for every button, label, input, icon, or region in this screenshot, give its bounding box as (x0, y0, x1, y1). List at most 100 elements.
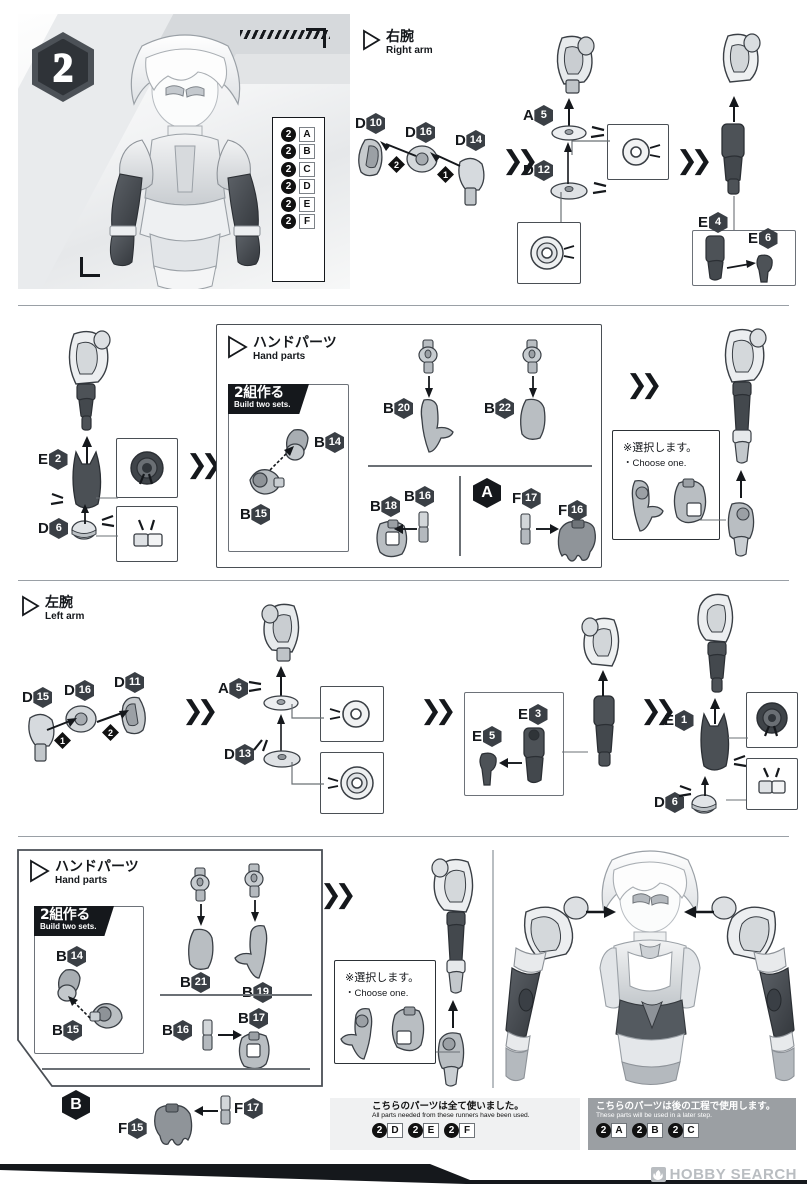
build-two-jp: 2組作る (40, 907, 90, 923)
part-number: 14 (67, 946, 87, 967)
runner-letter: D (455, 132, 466, 149)
callout-leader-line (562, 751, 588, 753)
part-label-f17: F 17 (234, 1098, 263, 1119)
step-chevron-icon: ❯❯ (320, 880, 356, 910)
checklist-letter: E (299, 196, 315, 212)
part-label-e4: E 4 (698, 212, 728, 233)
frame-corner-top-right (306, 28, 326, 48)
assembly-arrow-up (736, 470, 746, 498)
section-separator (18, 580, 789, 581)
part-number: 17 (521, 488, 541, 509)
assembled-arm-upper (556, 35, 595, 94)
runner-letter: F (558, 502, 567, 519)
part-label-f16: F 16 (558, 500, 587, 521)
part-art-f16-glove (557, 519, 596, 562)
group-letter: A (481, 484, 493, 501)
part-label-e6: E 6 (748, 228, 778, 249)
choose-one-en: ・Choose one. (345, 988, 409, 999)
checklist-row: 2 D (281, 179, 324, 194)
assembly-arrow-up (701, 776, 709, 796)
part-art-e5 (479, 752, 497, 786)
part-art-joint (244, 863, 264, 898)
assembly-axis-line (277, 714, 285, 754)
fit-indicator-icon (678, 784, 692, 798)
heading-jp: ハンドパーツ (55, 859, 139, 875)
part-art-d12 (550, 182, 588, 200)
part-label-d15: D 15 (22, 687, 53, 708)
part-label-b14: B 14 (56, 946, 87, 967)
assembly-arrow (726, 260, 756, 269)
tag-letter: A (611, 1123, 627, 1139)
heading-jp: 右腕 (386, 29, 414, 45)
part-art-b20-hand (420, 398, 454, 453)
part-label-b19: B 19 (242, 982, 273, 1003)
part-art-d14 (458, 157, 485, 206)
callout-leader-line (291, 762, 324, 785)
runner-letter: D (114, 674, 125, 691)
runner-letter: B (180, 974, 191, 991)
fit-indicator-icon (590, 125, 605, 139)
order-mark-1: 1 (54, 732, 71, 749)
order-mark-2: 2 (102, 724, 119, 741)
runner-letter: D (38, 520, 49, 537)
runner-tag: 2 A (596, 1123, 627, 1139)
runner-letter: F (234, 1100, 243, 1117)
assembly-arrow-up (82, 436, 92, 464)
part-art-e1 (700, 712, 730, 771)
runner-letter: E (472, 728, 482, 745)
detail-art-d6 (133, 519, 163, 547)
part-art-joint (418, 339, 438, 374)
callout-leader-line (96, 535, 118, 537)
assembly-arrow-down (425, 376, 433, 398)
detail-art-e1 (756, 702, 788, 737)
section-left-arm: 左腕 Left arm D 15 D 16 D 11 (0, 586, 807, 830)
part-art-b14 (57, 969, 81, 1002)
checklist-letter: B (299, 144, 315, 159)
part-label-d16: D 16 (64, 680, 95, 701)
runner-tag: 2 D (372, 1123, 403, 1139)
panel-divider (368, 465, 592, 467)
heading-hand-parts-left: ハンドパーツ Hand parts (30, 859, 139, 886)
part-number: 15 (127, 1118, 147, 1139)
runner-letter: E (664, 712, 674, 729)
part-number: 12 (534, 160, 554, 181)
part-art-e2 (72, 450, 102, 509)
choose-one-en: ・Choose one. (623, 458, 687, 469)
part-number: 15 (33, 687, 53, 708)
part-label-e3: E 3 (518, 704, 548, 725)
checklist-num: 2 (281, 161, 296, 177)
checklist-num: 2 (281, 214, 296, 229)
part-art-b22-hand (520, 398, 546, 440)
part-label-d6: D 6 (654, 792, 685, 813)
callout-leader-line (733, 196, 735, 230)
part-number: 2 (48, 449, 68, 470)
step-chevron-icon: ❯❯ (186, 450, 222, 480)
runner-letter: B (484, 400, 495, 417)
part-art-e6 (756, 254, 773, 283)
part-number: 22 (495, 398, 515, 419)
note-jp: こちらのパーツは全て使いました。 (372, 1101, 524, 1112)
runner-letter: D (224, 746, 235, 763)
assembly-arrow-left (499, 758, 522, 768)
runner-letter: B (242, 984, 253, 1001)
runner-tag: 2 B (632, 1123, 663, 1139)
part-art-d6 (691, 794, 717, 814)
callout-leader-line (96, 497, 118, 499)
runner-letter: A (523, 107, 534, 124)
order-number: 1 (442, 169, 448, 180)
callout-leader-line (436, 1051, 460, 1053)
fit-indicator-icon (592, 181, 607, 195)
part-art-d13 (263, 750, 301, 768)
watermark: HOBBY SEARCH (650, 1166, 797, 1183)
part-art-d16 (406, 145, 438, 173)
choose-one-jp: ※選択します。 (623, 441, 698, 454)
assembly-arrow-left (394, 524, 417, 534)
detail-art-d13 (327, 766, 374, 800)
build-two-en: Build two sets. (234, 400, 291, 409)
choose-option-art-gripping (391, 1006, 425, 1052)
part-art-d11 (121, 696, 146, 735)
assembled-upper-arm (68, 330, 111, 431)
assembly-arrow (430, 152, 461, 167)
runner-letter: A (218, 680, 229, 697)
part-label-b22: B 22 (484, 398, 515, 419)
